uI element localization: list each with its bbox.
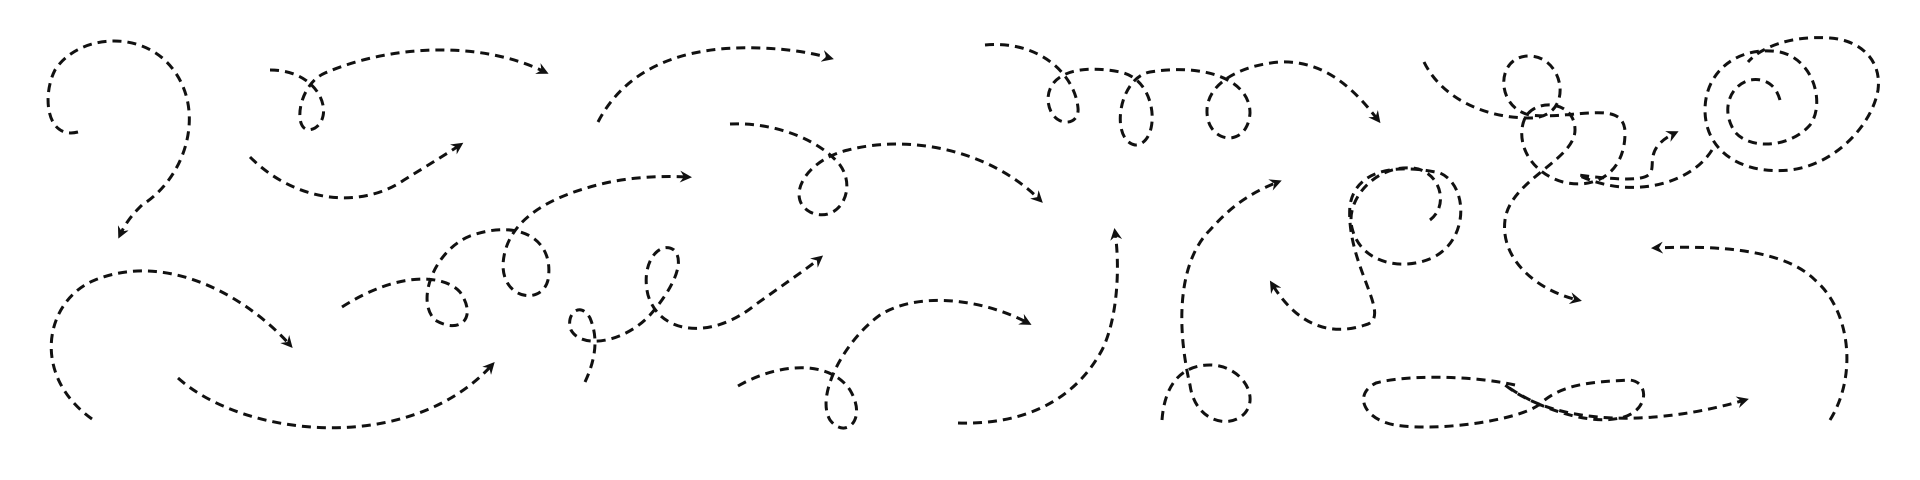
arrow-arc-right-top: [596, 46, 834, 123]
arrow-loop-wave-right: [737, 298, 1032, 430]
arrow-spiral-left: [1576, 36, 1880, 189]
arrow-arc-down-right: [49, 269, 293, 421]
arrow-loop-tail-up-right: [1160, 179, 1282, 423]
arrow-hook-left: [1651, 241, 1849, 421]
arrow-triple-loop-down-right: [984, 43, 1381, 147]
arrow-curve-up-right-small: [248, 142, 464, 200]
arrow-curve-up: [957, 228, 1123, 425]
arrow-loop-curl-up-right: [568, 246, 824, 383]
arrow-double-loop-right: [341, 170, 692, 327]
arrows-group: [46, 36, 1880, 430]
arrow-loop-arc-down-right: [729, 122, 1043, 217]
arrow-infinity-right: [1362, 375, 1749, 429]
arrow-circle-curl-left: [1269, 166, 1463, 331]
arrow-flat-curve-up-right: [177, 362, 495, 430]
arrow-spiral-hook-down-left: [46, 39, 191, 239]
arrow-figure-eight-down-right: [1422, 54, 1627, 305]
arrow-loop-curve-right: [269, 48, 549, 132]
